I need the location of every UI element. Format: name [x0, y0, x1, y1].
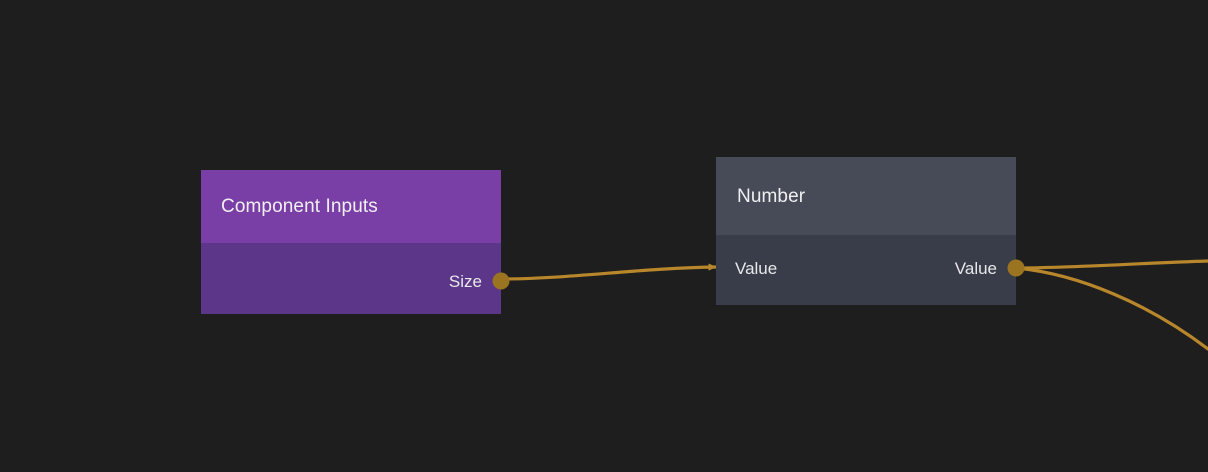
- edge-size-to-value[interactable]: [499, 263, 718, 281]
- node-component-inputs-body: Size: [201, 243, 510, 314]
- node-number-title: Number: [737, 185, 806, 207]
- port-dot-value-output[interactable]: [1007, 259, 1025, 277]
- node-component-inputs-header[interactable]: Component Inputs: [201, 170, 501, 243]
- edge-value-out-upper[interactable]: [1014, 259, 1208, 270]
- port-row-value: Value Value: [716, 257, 1025, 279]
- node-number-header[interactable]: Number: [716, 157, 1016, 235]
- port-label-value-input: Value: [735, 258, 778, 278]
- port-label-size: Size: [448, 271, 482, 291]
- edge-value-out-lower[interactable]: [1014, 266, 1208, 351]
- node-number[interactable]: Number Value Value: [716, 157, 1025, 305]
- port-row-size: Size: [201, 270, 510, 292]
- port-label-value-output: Value: [954, 258, 997, 278]
- node-number-body: Value Value: [716, 235, 1025, 305]
- node-component-inputs[interactable]: Component Inputs Size: [201, 170, 510, 314]
- node-component-inputs-title: Component Inputs: [221, 196, 378, 217]
- port-dot-size-output[interactable]: [492, 272, 510, 290]
